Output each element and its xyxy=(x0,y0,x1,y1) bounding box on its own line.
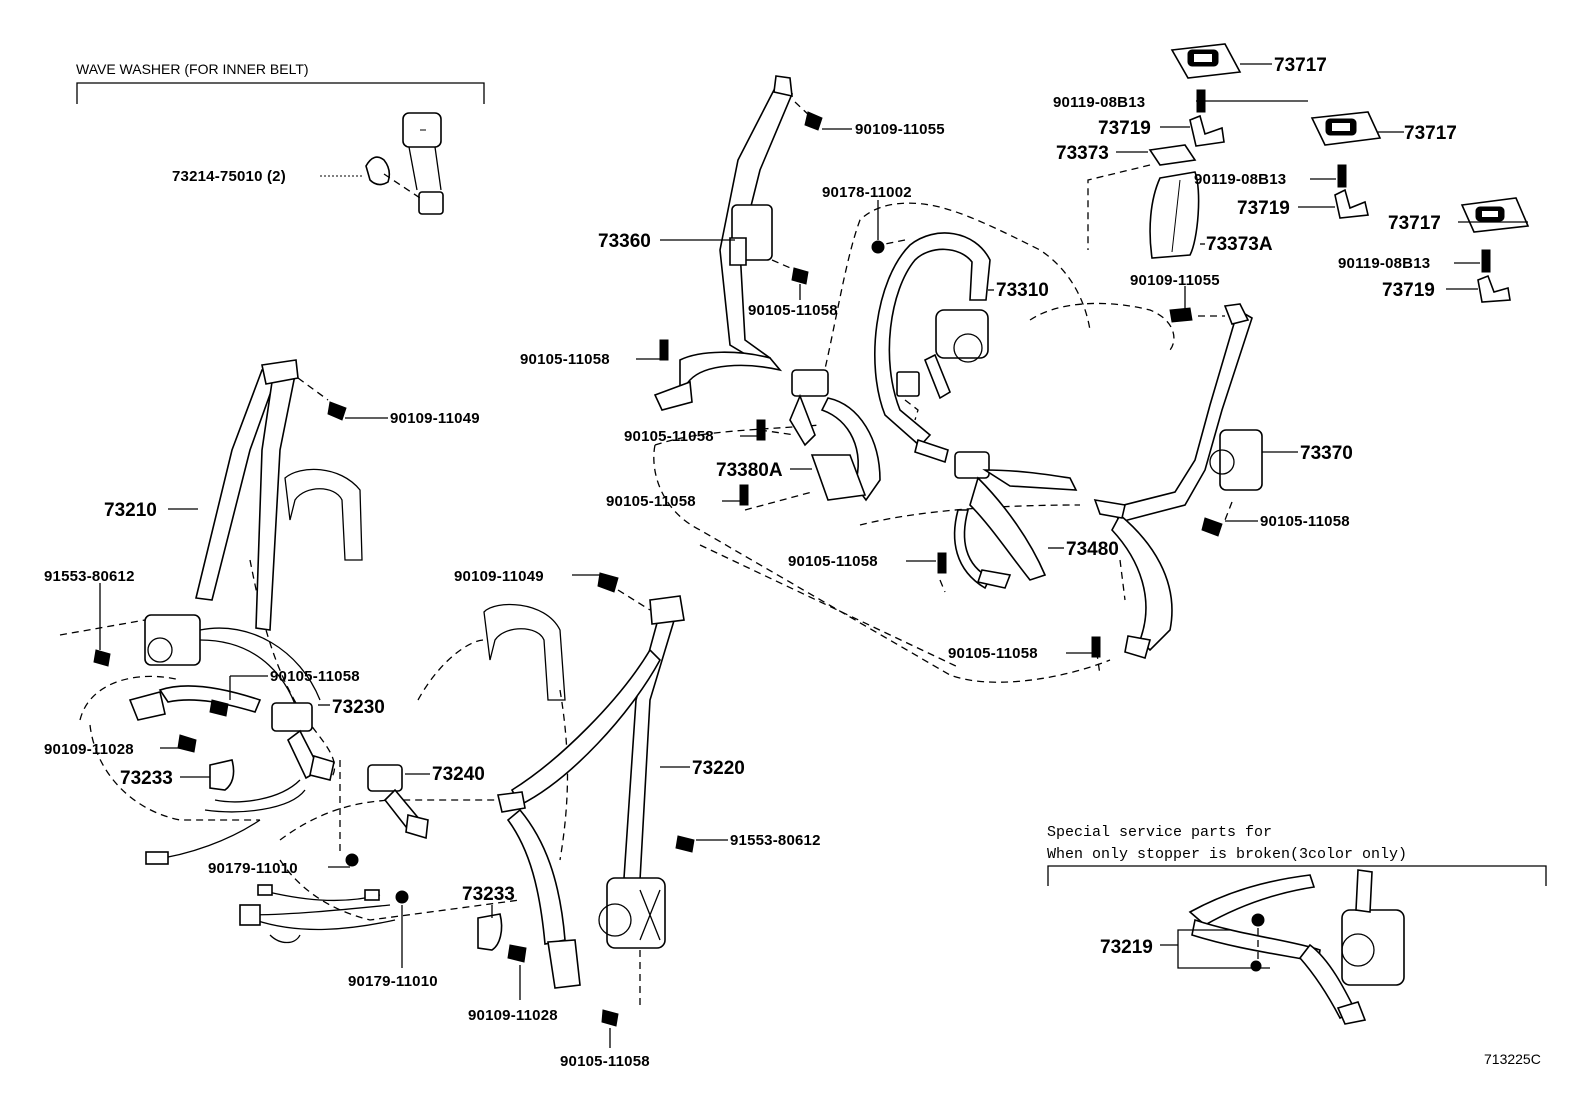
part-label-90119-08b13-c: 90119-08B13 xyxy=(1338,255,1430,272)
part-label-73233-a: 73233 xyxy=(120,768,173,789)
part-label-90105-11058-e: 90105-11058 xyxy=(1260,513,1350,530)
part-label-90109-11049-a: 90109-11049 xyxy=(390,410,480,427)
front-seat-assembly xyxy=(59,359,695,1027)
part-labels: 73717 73717 73717 90119-08B13 90119-08B1… xyxy=(44,55,1541,1070)
part-label-90105-11058-f: 90105-11058 xyxy=(788,553,878,570)
part-label-73219: 73219 xyxy=(1100,937,1153,958)
part-label-73717-b: 73717 xyxy=(1404,123,1457,144)
bolt-icon xyxy=(804,111,823,131)
part-label-90179-11010-a: 90179-11010 xyxy=(208,860,298,877)
part-label-73310: 73310 xyxy=(996,280,1049,301)
part-label-90119-08b13-b: 90119-08B13 xyxy=(1194,171,1286,188)
part-label-90105-11058-d: 90105-11058 xyxy=(606,493,696,510)
wave-washer-caption: WAVE WASHER (FOR INNER BELT) xyxy=(76,61,309,77)
part-label-73240: 73240 xyxy=(432,764,485,785)
part-label-73370: 73370 xyxy=(1300,443,1353,464)
part-label-90105-11058-h: 90105-11058 xyxy=(270,668,360,685)
part-label-90119-08b13-a: 90119-08B13 xyxy=(1053,94,1145,111)
part-label-73373: 73373 xyxy=(1056,143,1109,164)
part-label-73719-a: 73719 xyxy=(1098,118,1151,139)
part-label-73373a: 73373A xyxy=(1206,234,1273,255)
part-label-90109-11055-b: 90109-11055 xyxy=(1130,272,1220,289)
part-label-90109-11028-b: 90109-11028 xyxy=(468,1007,558,1024)
special-service-caption-1: Special service parts for xyxy=(1047,824,1272,841)
part-label-90179-11010-b: 90179-11010 xyxy=(348,973,438,990)
part-label-91553-80612-b: 91553-80612 xyxy=(730,832,821,849)
part-label-90109-11028-a: 90109-11028 xyxy=(44,741,134,758)
part-label-90105-11058-i: 90105-11058 xyxy=(560,1053,650,1070)
wave-washer-inset: WAVE WASHER (FOR INNER BELT) 73214-75010… xyxy=(76,61,485,215)
part-label-90178-11002: 90178-11002 xyxy=(822,184,912,201)
special-service-inset: Special service parts for When only stop… xyxy=(1047,824,1547,1025)
part-label-73230: 73230 xyxy=(332,697,385,718)
part-label-73380a: 73380A xyxy=(716,460,783,481)
part-label-73210: 73210 xyxy=(104,500,157,521)
part-label-90105-11058-a: 90105-11058 xyxy=(748,302,838,319)
part-label-91553-80612-a: 91553-80612 xyxy=(44,568,135,585)
part-label-73220: 73220 xyxy=(692,758,745,779)
part-label-73719-c: 73719 xyxy=(1382,280,1435,301)
part-label-73717-a: 73717 xyxy=(1274,55,1327,76)
wave-washer-icon xyxy=(365,156,391,186)
figure-code: 713225C xyxy=(1484,1051,1541,1067)
part-label-90105-11058-b: 90105-11058 xyxy=(520,351,610,368)
part-label-90109-11055-a: 90109-11055 xyxy=(855,121,945,138)
part-label-73480: 73480 xyxy=(1066,539,1119,560)
part-label-73360: 73360 xyxy=(598,231,651,252)
part-label-90105-11058-g: 90105-11058 xyxy=(948,645,1038,662)
special-service-caption-2: When only stopper is broken(3color only) xyxy=(1047,846,1407,863)
part-label-90105-11058-c: 90105-11058 xyxy=(624,428,714,445)
part-label-90109-11049-b: 90109-11049 xyxy=(454,568,544,585)
part-label-73214: 73214-75010 (2) xyxy=(172,168,286,185)
part-label-73233-b: 73233 xyxy=(462,884,515,905)
rear-seat-assembly xyxy=(653,43,1530,683)
part-label-73719-b: 73719 xyxy=(1237,198,1290,219)
part-label-73717-c: 73717 xyxy=(1388,213,1441,234)
